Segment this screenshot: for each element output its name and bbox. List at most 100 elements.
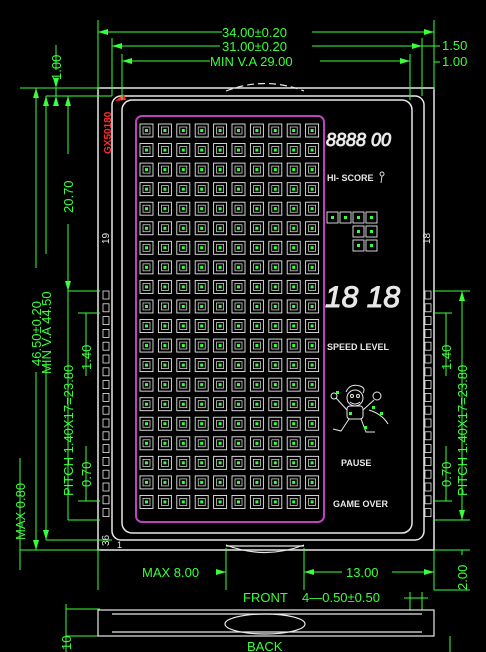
grid-cell [249, 221, 264, 236]
grid-cell [139, 495, 154, 509]
grid-cell [139, 299, 154, 314]
grid-cell-inner [271, 459, 280, 467]
grid-cell [157, 299, 172, 314]
grid-cell [213, 299, 228, 314]
grid-cell [157, 123, 172, 138]
grid-cell-dot [200, 441, 204, 445]
grid-cell-inner [234, 204, 243, 213]
grid-cell [286, 143, 301, 158]
grid-cell-dot [255, 480, 259, 484]
grid-cell-inner [142, 380, 151, 389]
grid-cell [268, 377, 283, 392]
grid-cell [286, 319, 301, 333]
grid-cell-dot [200, 148, 204, 152]
grid-cell-inner [234, 498, 243, 506]
dim-pitch-left: PITCH 1.40X17=23.80 [61, 365, 76, 496]
grid-cell [157, 338, 172, 353]
dim-max-8-00: MAX 8.00 [142, 565, 199, 580]
grid-cell [286, 260, 301, 275]
pin-pad [424, 418, 432, 428]
grid-cell-inner [179, 283, 188, 291]
grid-cell-dot [163, 480, 167, 484]
grid-cell [176, 495, 191, 509]
grid-cell-inner [308, 459, 316, 467]
grid-cell [249, 397, 264, 412]
grid-cell [286, 475, 301, 490]
grid-cell-inner [289, 165, 298, 174]
grid-cell [139, 260, 154, 275]
grid-cell-inner [142, 341, 151, 350]
grid-cell [139, 338, 154, 353]
grid-cell-dot [218, 148, 222, 152]
game-over-label: GAME OVER [333, 499, 389, 509]
grid-cell [286, 397, 301, 412]
grid-cell [231, 182, 246, 197]
grid-cell [176, 279, 191, 294]
pin-pad [102, 482, 110, 492]
grid-cell [305, 358, 320, 373]
grid-cell-dot [200, 226, 204, 230]
grid-cell-inner [161, 322, 169, 330]
grid-cell-inner [308, 263, 316, 272]
grid-cell-inner [289, 126, 298, 135]
grid-cell [305, 182, 320, 197]
grid-cell-dot [255, 500, 259, 504]
grid-cell-inner [271, 322, 280, 330]
grid-cell-inner [216, 400, 224, 409]
grid-cell [139, 201, 154, 216]
grid-cell-inner [308, 419, 316, 428]
grid-cell [213, 260, 228, 275]
grid-cell-inner [271, 165, 280, 174]
grid-cell-inner [161, 341, 169, 350]
grid-cell-inner [253, 146, 261, 154]
grid-cell [286, 299, 301, 314]
grid-cell [249, 455, 264, 470]
pause-label: PAUSE [341, 458, 371, 468]
pin-pad [102, 418, 110, 428]
grid-cell-inner [234, 263, 243, 272]
pin-pad [424, 354, 432, 364]
grid-cell [305, 162, 320, 177]
next-piece-cell [365, 211, 378, 224]
grid-cell-dot [273, 461, 277, 465]
grid-cell-dot [310, 383, 314, 387]
grid-cell-inner [179, 341, 188, 350]
grid-cell [194, 436, 209, 451]
grid-cell-inner [271, 361, 280, 369]
dim-right-1-50: 1.50 [442, 38, 467, 53]
grid-cell-inner [234, 185, 243, 193]
grid-cell [231, 240, 246, 255]
grid-cell [305, 279, 320, 294]
pin-pad [424, 380, 432, 390]
grid-cell [305, 240, 320, 255]
grid-cell-inner [271, 185, 280, 193]
dim-13-00: 13.00 [346, 565, 379, 580]
grid-cell-inner [289, 498, 298, 506]
grid-cell-dot [163, 402, 167, 406]
grid-cell [249, 495, 264, 509]
grid-cell [249, 338, 264, 353]
grid-cell-dot [273, 480, 277, 484]
next-piece-dot [344, 216, 347, 219]
grid-cell-dot [273, 324, 277, 328]
grid-cell-inner [308, 302, 316, 311]
grid-cell-inner [289, 341, 298, 350]
grid-cell-inner [216, 419, 224, 428]
grid-cell-dot [200, 344, 204, 348]
grid-cell-inner [308, 126, 316, 135]
grid-cell-inner [234, 146, 243, 154]
grid-cell-inner [234, 322, 243, 330]
grid-cell-dot [237, 402, 240, 406]
grid-cell [305, 338, 320, 353]
grid-cell-dot [273, 304, 277, 308]
grid-cell-dot [310, 304, 314, 308]
grid-cell [286, 240, 301, 255]
pin-pad [102, 341, 110, 351]
grid-cell-inner [253, 185, 261, 193]
grid-cell-inner [179, 243, 188, 252]
grid-cell-inner [253, 204, 261, 213]
grid-cell-dot [255, 461, 259, 465]
grid-cell-dot [200, 265, 204, 269]
grid-cell [286, 182, 301, 197]
